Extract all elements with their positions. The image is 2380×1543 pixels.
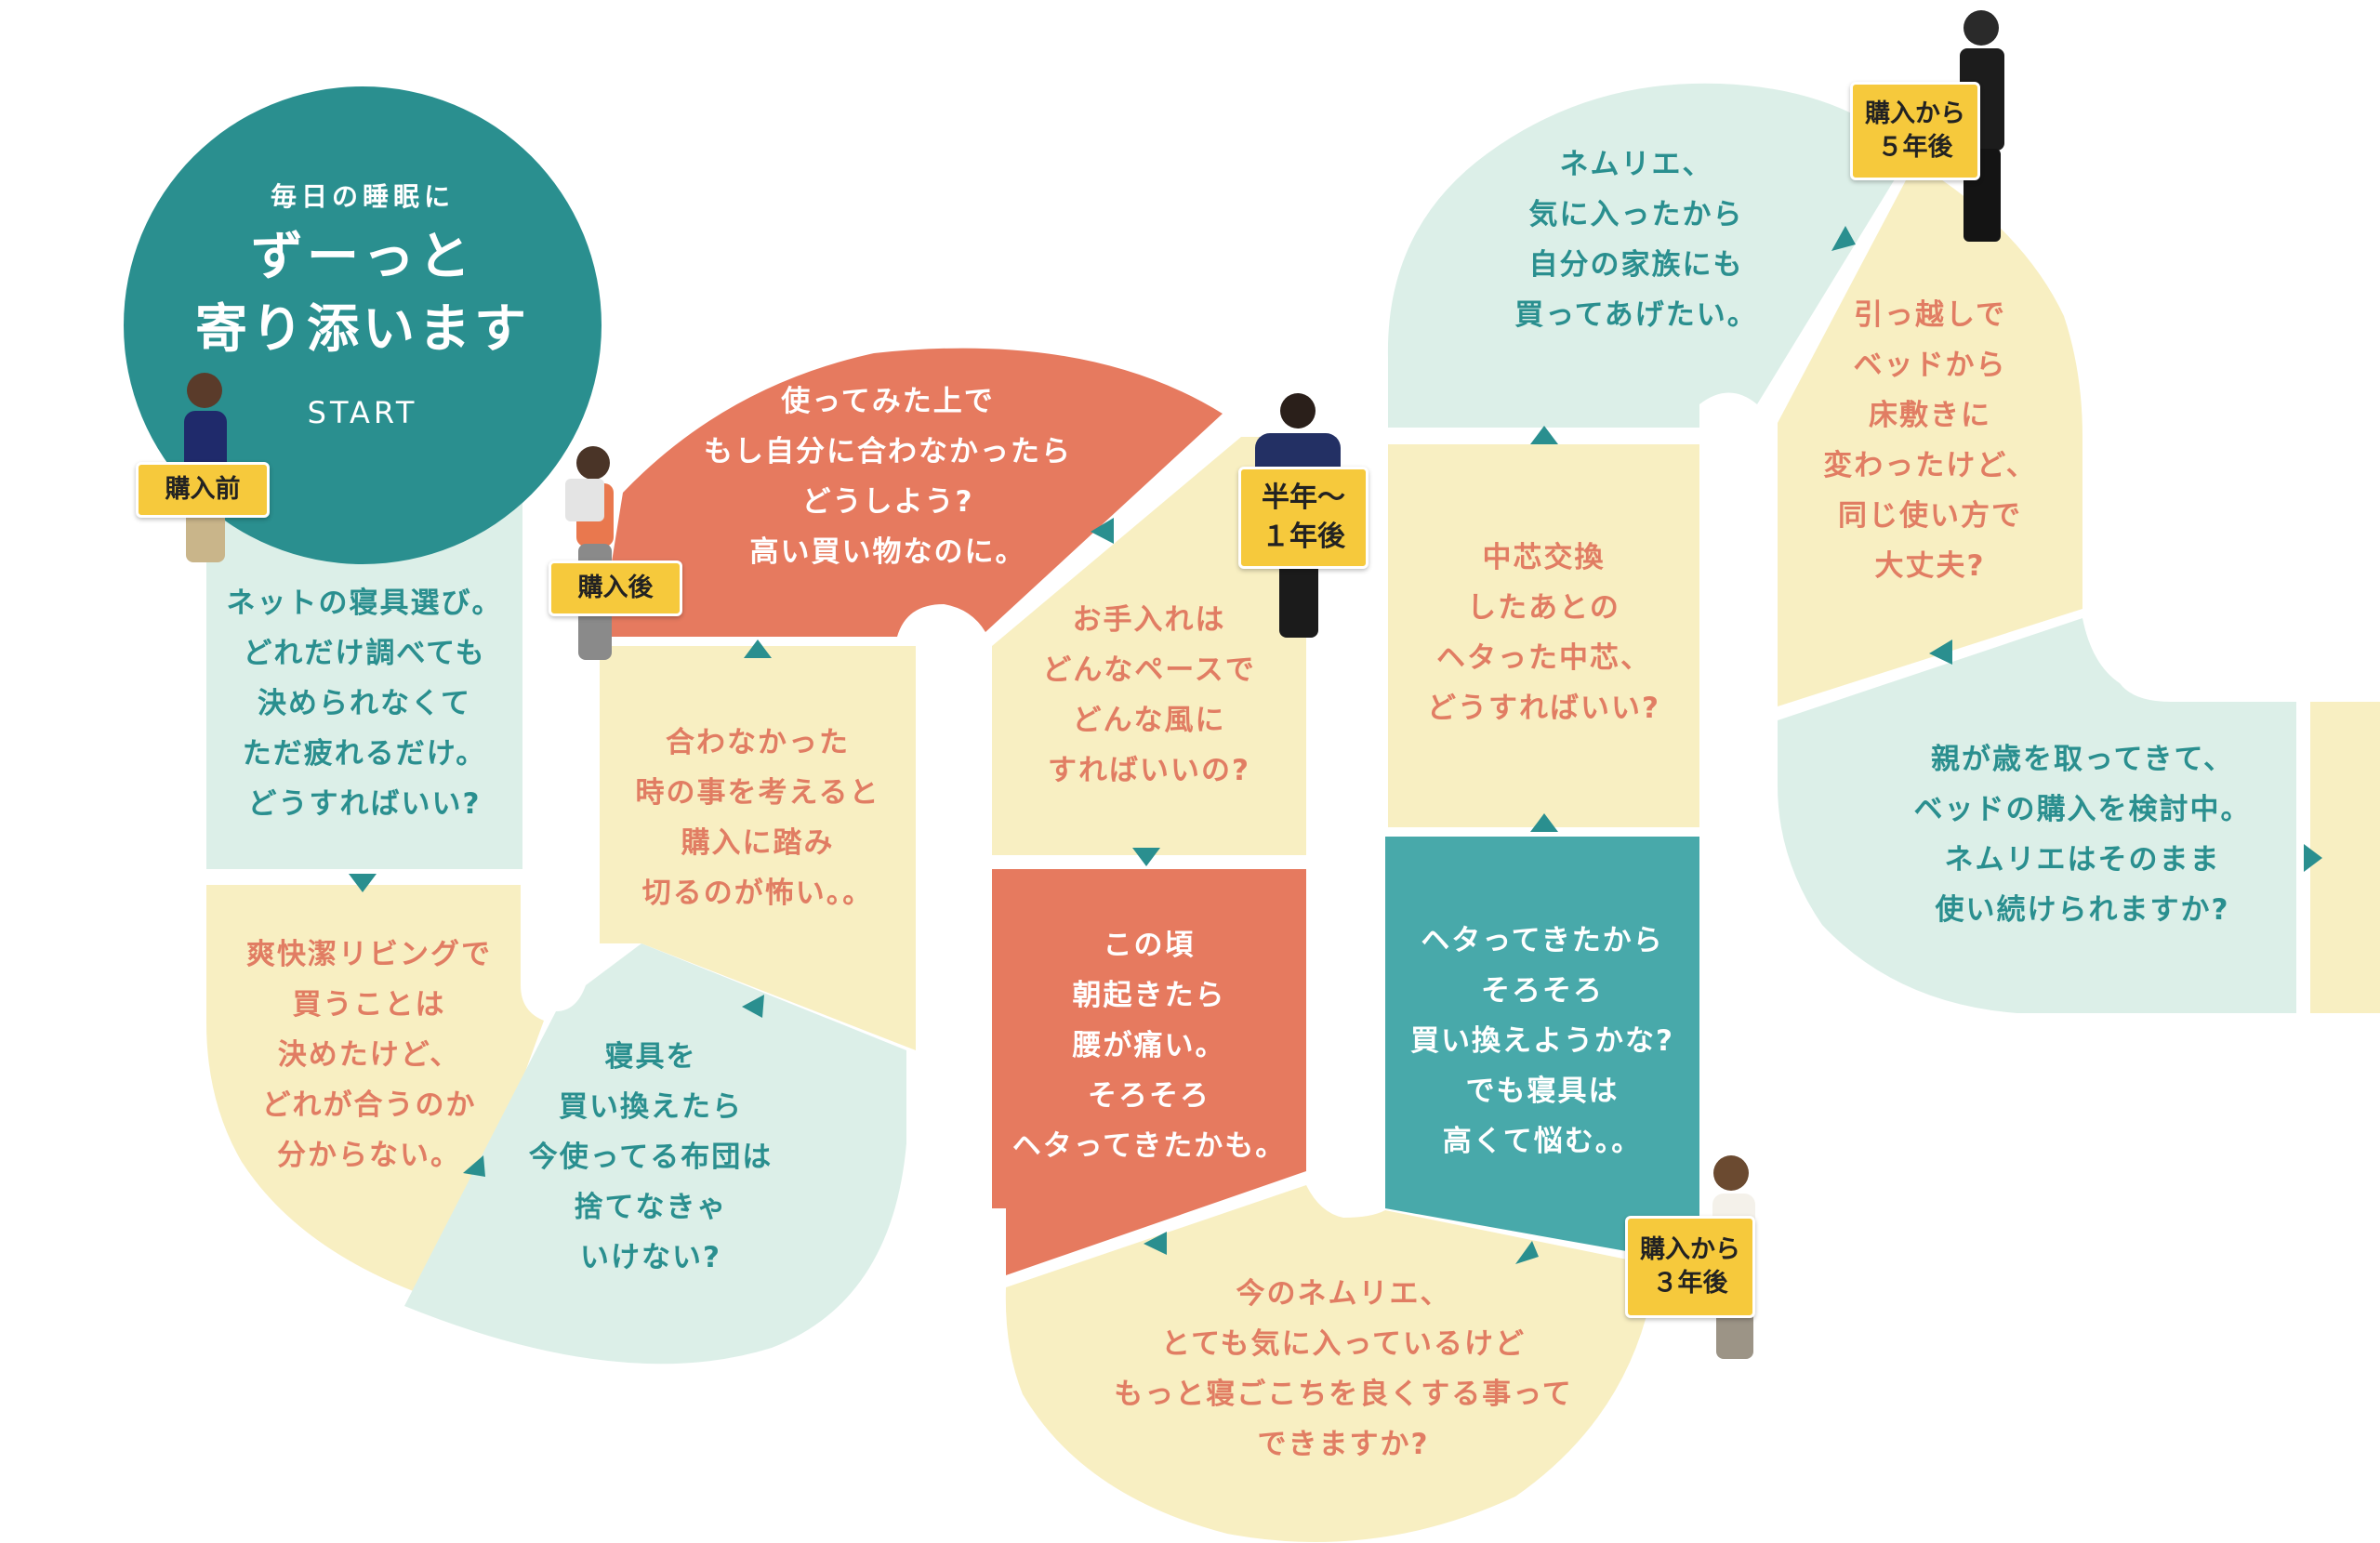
badge-half-year: 半年～ １年後: [1238, 467, 1368, 569]
badge-after: 購入後: [549, 560, 682, 616]
tile-backpain-bg: [992, 869, 1306, 1275]
person-after-icon: [565, 446, 614, 660]
badge-five-years: 購入から ５年後: [1850, 82, 1980, 180]
square-tried-text: 使ってみた上でもし自分に合わなかったらどうしよう?高い買い物なのに。: [704, 385, 1072, 569]
arrow-up-icon: [463, 1155, 485, 1177]
tile-afraid-bg: [600, 646, 916, 1050]
tile-care-bg: [992, 437, 1306, 855]
arrow-right-icon: [2304, 844, 2322, 872]
arrow-down-icon: [1132, 848, 1160, 866]
arrow-left-icon: [1144, 1232, 1167, 1255]
arrow-left-icon: [1929, 640, 1952, 665]
square-moving-text: 引っ越しでベッドから床敷きに変わったけど、同じ使い方で大丈夫?: [1823, 298, 2037, 583]
tile-tried-bg: [600, 348, 1223, 637]
square-parents-text: 親が歳を取ってきて、ベッドの購入を検討中。ネムリエはそのまま使い続けられますか?: [1913, 743, 2252, 927]
arrow-up-icon: [1530, 426, 1558, 444]
arrow-left-icon: [1091, 518, 1114, 544]
arrow-up-icon: [1530, 813, 1558, 832]
tile-parents-bg: [1778, 618, 2296, 1013]
start-subtitle: 毎日の睡眠に: [270, 181, 455, 212]
tile-next-bg: [2310, 702, 2380, 1013]
tile-core-bg: [1388, 444, 1699, 827]
start-circle: [124, 86, 602, 564]
square-core-text: 中芯交換したあとのヘタった中芯、どうすればいい?: [1427, 541, 1660, 725]
tile-moving-bg: [1778, 163, 2082, 706]
square-replace-text: 寝具を買い換えたら今使ってる布団は捨てなきゃいけない?: [528, 1040, 774, 1274]
square-soukai-text: 爽快潔リビングで買うことは決めたけど、どれが合うのか分からない。: [246, 938, 492, 1172]
tile-family-bg: [1387, 83, 1911, 429]
tile-net-bg: [206, 460, 522, 869]
arrow-up-icon: [744, 640, 772, 658]
start-headline: ずーっと 寄り添います: [195, 227, 530, 360]
arrow-up-icon: [1515, 1241, 1539, 1264]
square-afraid-text: 合わなかった時の事を考えると購入に踏み切るのが怖い。。: [635, 726, 880, 910]
tile-comfort-bg: [1005, 1185, 1650, 1542]
square-backpain-text: この頃朝起きたら腰が痛い。そろそろヘタってきたかも。: [1012, 929, 1287, 1163]
arrow-down-icon: [349, 874, 377, 892]
tile-worn-bg: [1385, 837, 1699, 1264]
arrow-up-icon: [1831, 226, 1856, 251]
tile-soukai-bg: [206, 885, 544, 1301]
square-care-text: お手入れはどんなペースでどんな風にすればいいの?: [1042, 603, 1256, 787]
badge-three-years: 購入から ３年後: [1625, 1216, 1755, 1318]
square-worn-text: ヘタってきたからそろそろ買い換えようかな?でも寝具は高くて悩む。。: [1410, 924, 1674, 1158]
arrow-left-icon: [742, 995, 764, 1018]
square-net-text: ネットの寝具選び。どれだけ調べても決められなくてただ疲れるだけ。どうすればいい?: [226, 587, 503, 821]
square-comfort-text: 今のネムリエ、とても気に入っているけどもっと寝ごこちを良くする事ってできますか?: [1114, 1277, 1573, 1461]
tile-replace-bg: [404, 943, 906, 1365]
start-label: START: [307, 395, 418, 430]
square-family-text: ネムリエ、気に入ったから自分の家族にも買ってあげたい。: [1514, 148, 1758, 332]
badge-before: 購入前: [136, 462, 270, 518]
